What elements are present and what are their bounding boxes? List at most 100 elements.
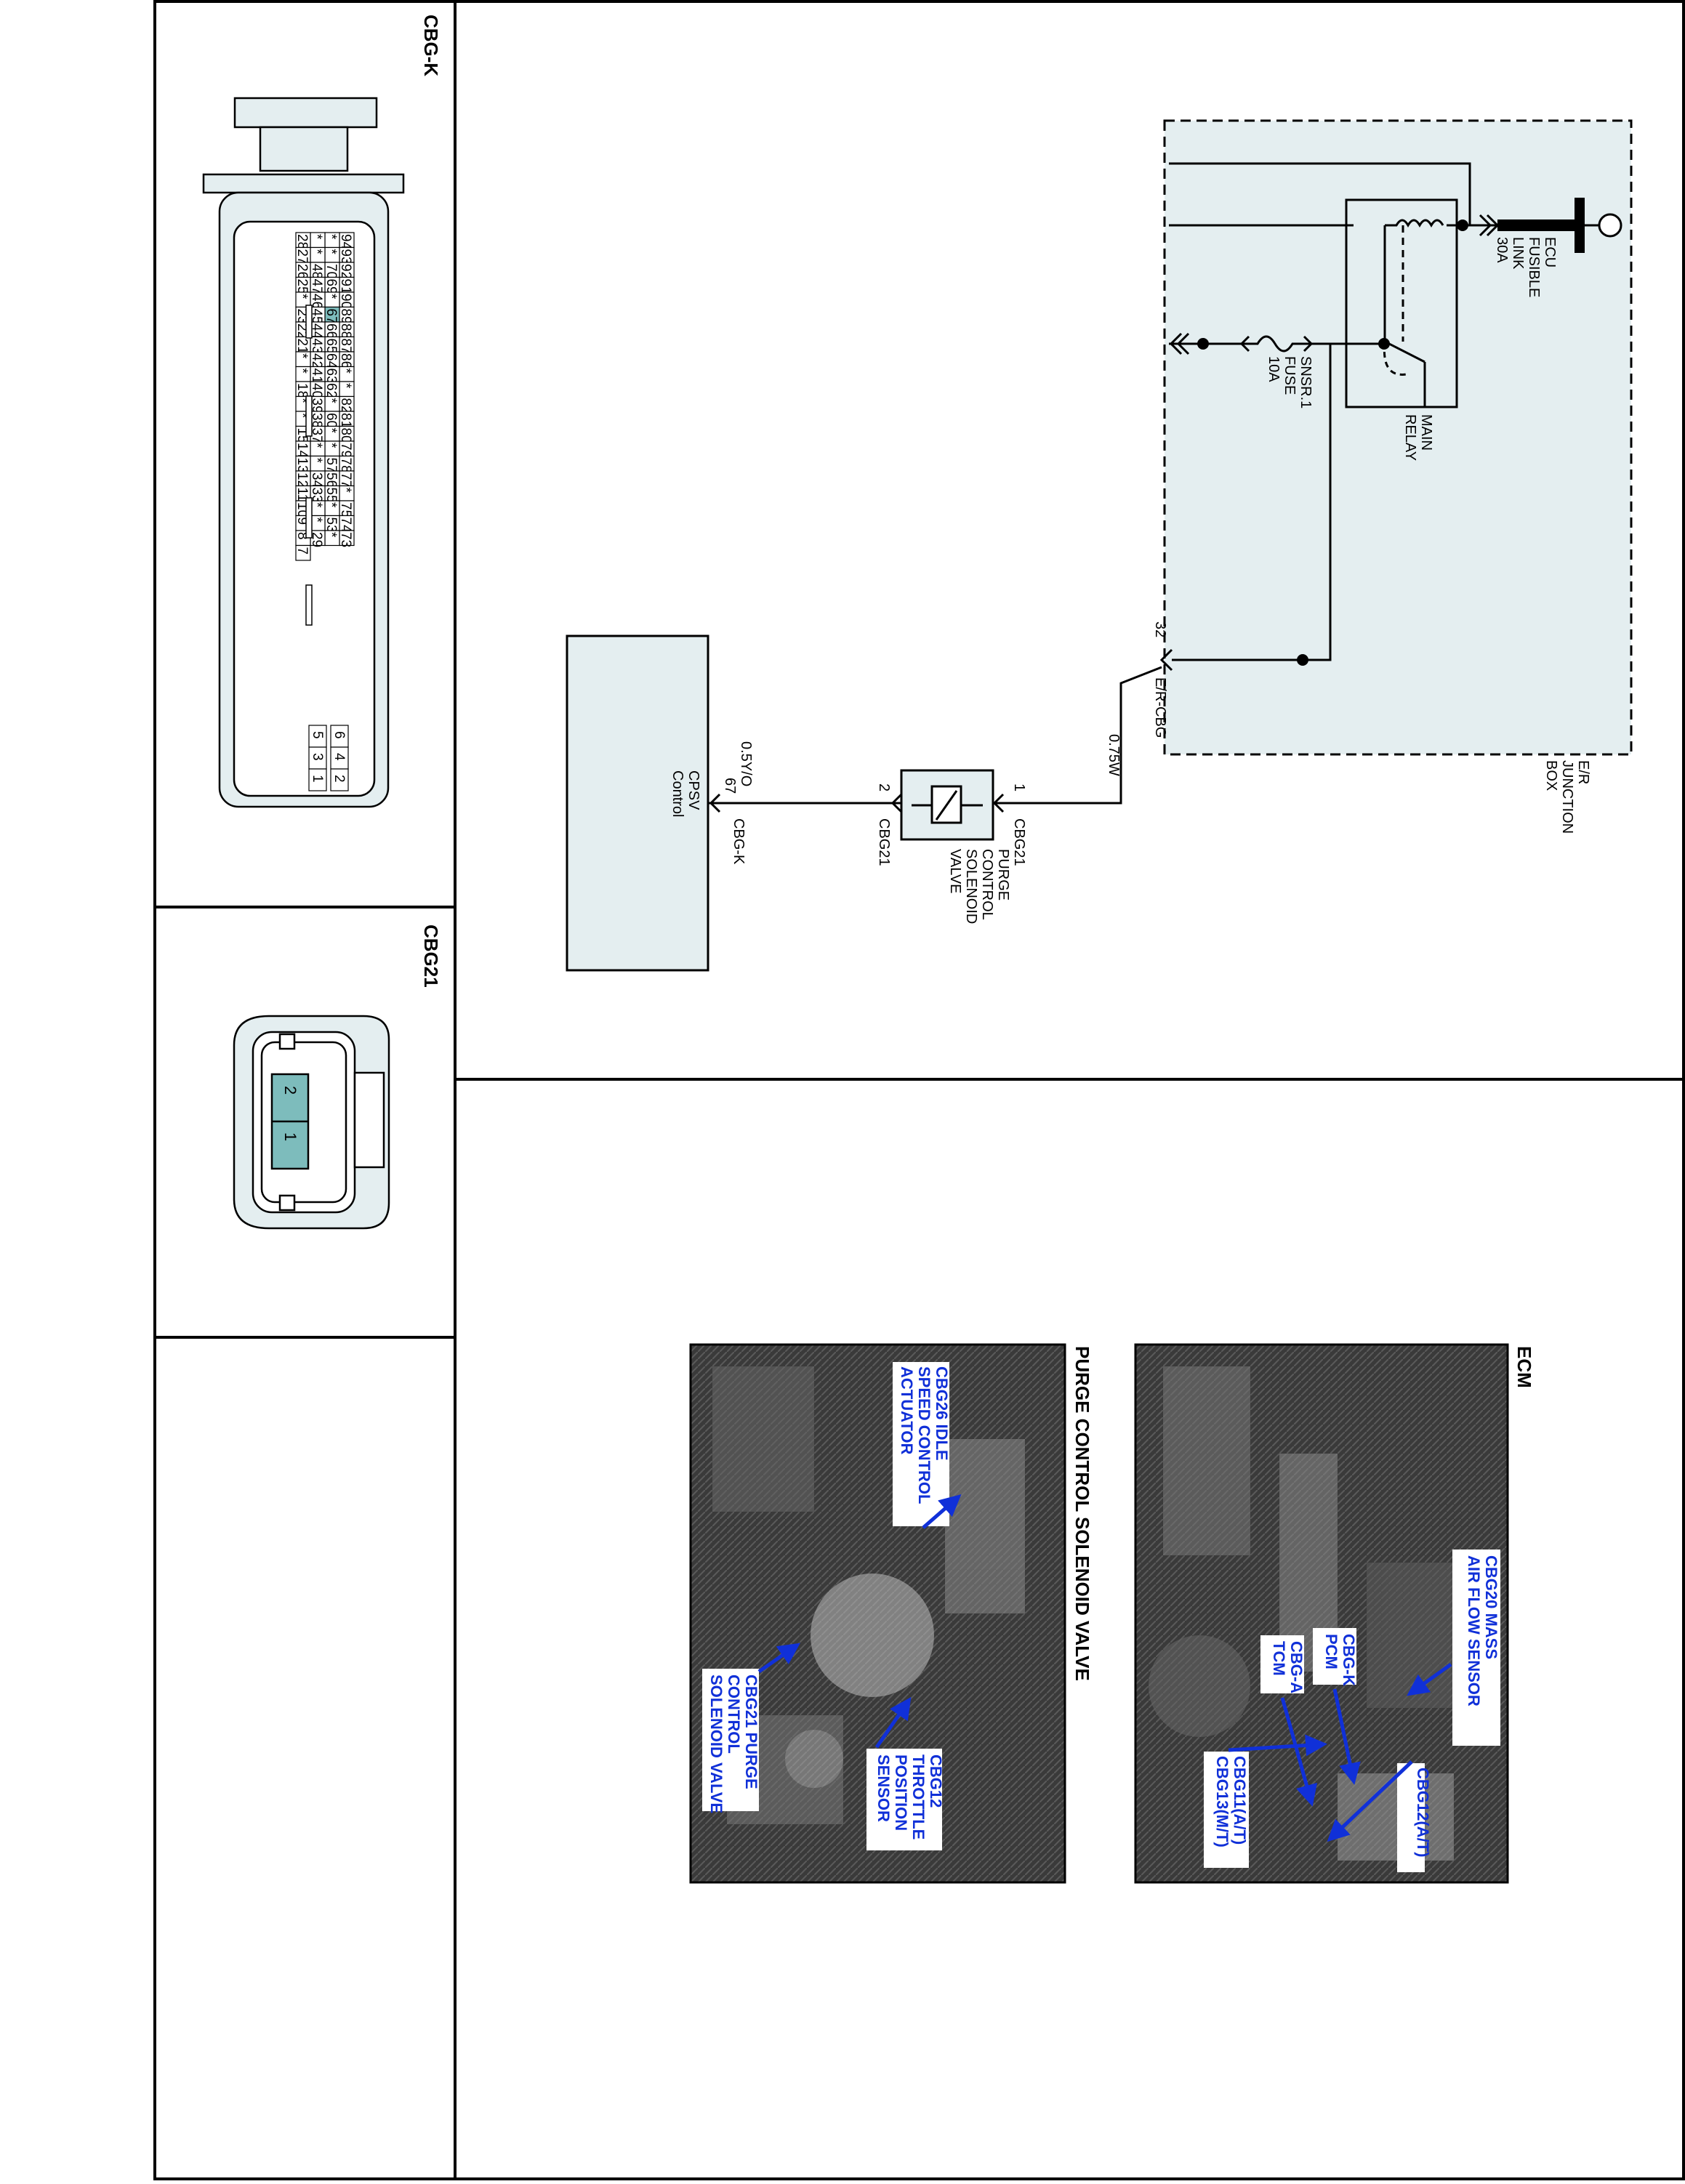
cbg-k-pin-label: 67 bbox=[323, 309, 339, 324]
cbg-k-pin-label: 53 bbox=[323, 517, 339, 533]
svg-text:SOLENOID: SOLENOID bbox=[963, 849, 979, 924]
solenoid-pin-1: 1 bbox=[1011, 783, 1027, 791]
cbg-k-pin-label: * bbox=[294, 353, 310, 359]
cbg-k-small-pin-cell bbox=[308, 746, 327, 770]
cbg-k-small-pin-label: 5 bbox=[310, 731, 325, 739]
svg-text:JUNCTION: JUNCTION bbox=[1559, 760, 1575, 834]
er-cbg-label: E/R-CBG bbox=[1152, 677, 1168, 738]
cbg-k-pin-label: 12 bbox=[294, 472, 310, 488]
svg-text:SENSOR: SENSOR bbox=[874, 1754, 893, 1822]
cbg-k-pin-label: 92 bbox=[338, 264, 353, 279]
cbg-k-pin-label: 29 bbox=[309, 532, 324, 547]
main-relay-label: MAIN RELAY bbox=[1402, 414, 1434, 461]
svg-text:CPSV: CPSV bbox=[685, 770, 701, 810]
cbg-k-pin-label: * bbox=[309, 249, 324, 255]
cbg-k-pin-label: 70 bbox=[323, 264, 339, 279]
snsr-fuse-label: SNSR.1 FUSE 10A bbox=[1266, 356, 1314, 408]
solenoid-label: PURGE CONTROL SOLENOID VALVE bbox=[947, 849, 1011, 924]
cbg-k-pin-label: * bbox=[323, 234, 339, 240]
cbg-k-pin-label: 18 bbox=[294, 383, 310, 398]
junction-dots bbox=[1197, 219, 1468, 666]
svg-text:BOX: BOX bbox=[1543, 760, 1559, 791]
svg-text:ECU: ECU bbox=[1542, 237, 1558, 267]
cbg-k-pin-label: * bbox=[309, 502, 324, 508]
cbg-k-pin-label: 75 bbox=[338, 502, 353, 517]
cbg-k-pin-label: 45 bbox=[309, 309, 324, 324]
cbg-k-pin-label: 48 bbox=[309, 264, 324, 279]
svg-text:LINK: LINK bbox=[1510, 237, 1526, 270]
cbg-k-pin-grid: 949392919089888786**828180797877*757473*… bbox=[294, 232, 355, 791]
cbg-k-pin-label: * bbox=[294, 413, 310, 419]
cbg-k-pin-label: 43 bbox=[309, 339, 324, 354]
svg-text:FUSE: FUSE bbox=[1282, 356, 1298, 395]
purge-title: PURGE CONTROL SOLENOID VALVE bbox=[1071, 1346, 1093, 1681]
schematic-wires bbox=[709, 162, 1577, 805]
svg-text:Control: Control bbox=[669, 770, 685, 817]
svg-text:THROTTLE: THROTTLE bbox=[909, 1754, 928, 1840]
cbg-k-key-rib bbox=[305, 584, 313, 626]
cbg-k-pin-label: 9 bbox=[294, 517, 310, 525]
cbg-k-pin-label: 57 bbox=[323, 458, 339, 473]
cbg-k-pin-label: * bbox=[338, 383, 353, 389]
purge-photo-panel: PURGE CONTROL SOLENOID VALVE CBG26 IDLE … bbox=[689, 1343, 1093, 1884]
svg-text:CBG12(A/T): CBG12(A/T) bbox=[1414, 1768, 1432, 1857]
svg-text:CONTROL: CONTROL bbox=[979, 849, 995, 920]
cpsv-control-label: CPSV Control bbox=[669, 770, 701, 817]
cbg-k-pin-label: 90 bbox=[338, 294, 353, 309]
ecm-arrows bbox=[1228, 1662, 1452, 1842]
solenoid-conn-1: CBG21 bbox=[1011, 818, 1027, 866]
ecm-callouts: CBG20 MASS AIR FLOW SENSOR CBG-K PCM CBG… bbox=[1204, 1550, 1500, 1872]
cbg-k-pin-label: 25 bbox=[294, 279, 310, 294]
pcm-pin-67: 67 bbox=[722, 778, 738, 794]
cbg-k-pin-label: 94 bbox=[338, 234, 353, 250]
svg-text:CBG13(M/T): CBG13(M/T) bbox=[1213, 1756, 1231, 1847]
purge-callouts: CBG26 IDLE SPEED CONTROL ACTUATOR CBG12 … bbox=[702, 1362, 951, 1850]
cbg-k-pin-label: 78 bbox=[338, 458, 353, 473]
cbg-k-pin-label: 39 bbox=[309, 398, 324, 414]
cbg21-connector-body bbox=[233, 1015, 390, 1230]
svg-text:CBG20 MASS: CBG20 MASS bbox=[1482, 1555, 1500, 1659]
pcm-box bbox=[566, 634, 709, 972]
cbg-k-small-pin-label: 4 bbox=[331, 753, 347, 761]
cbg21-connector-panel: CBG21 2 1 bbox=[233, 924, 442, 1230]
cbg-k-pin-label: * bbox=[323, 502, 339, 508]
svg-text:VALVE: VALVE bbox=[947, 849, 963, 894]
pcm-conn-label: CBG-K bbox=[731, 818, 747, 865]
svg-text:RELAY: RELAY bbox=[1402, 414, 1418, 461]
cbg-k-pin-label: 69 bbox=[323, 279, 339, 294]
cbg-k-pin-label: 13 bbox=[294, 458, 310, 473]
svg-text:FUSIBLE: FUSIBLE bbox=[1526, 237, 1542, 297]
cbg-k-pin-label: 93 bbox=[338, 249, 353, 265]
svg-text:POSITION: POSITION bbox=[892, 1754, 910, 1831]
cbg-k-key-rib bbox=[305, 395, 313, 437]
cbg-k-small-pin-label: 1 bbox=[310, 775, 325, 783]
cbg-k-pin-label: 28 bbox=[294, 234, 310, 249]
cbg-k-pin-label: 87 bbox=[338, 339, 353, 354]
svg-text:AIR FLOW SENSOR: AIR FLOW SENSOR bbox=[1465, 1555, 1483, 1706]
cbg-k-pin-label: * bbox=[323, 532, 339, 538]
purge-solenoid-symbol bbox=[900, 769, 994, 841]
cbg-k-pin-label: 26 bbox=[294, 264, 310, 279]
ecm-photo-panel: ECM CBG20 MASS AIR FLOW SENSOR CBG-K PCM… bbox=[1134, 1343, 1535, 1884]
ecm-title: ECM bbox=[1513, 1346, 1535, 1388]
svg-text:PCM: PCM bbox=[1322, 1634, 1340, 1669]
svg-text:CBG-K: CBG-K bbox=[1340, 1634, 1358, 1686]
cbg-k-connector-panel: CBG-K 949392919089888786**828180797877*7… bbox=[202, 15, 442, 808]
cbg-k-pin-label: * bbox=[338, 488, 353, 493]
purge-photo-detail bbox=[712, 1366, 1025, 1824]
cbg-k-pin-label: 74 bbox=[338, 517, 353, 533]
cbg-k-small-pin-label: 3 bbox=[310, 753, 325, 761]
cbg-k-pin-label: 73 bbox=[338, 532, 353, 547]
svg-text:MAIN: MAIN bbox=[1418, 414, 1434, 451]
cbg-k-pin-label: 14 bbox=[294, 443, 310, 459]
cbg-k-pin-label: 56 bbox=[323, 472, 339, 488]
cbg-k-pin-label: * bbox=[294, 398, 310, 404]
cbg-k-pin-label: * bbox=[309, 458, 324, 464]
cbg-k-pin-label: 46 bbox=[309, 294, 324, 309]
cbg-k-pin-label: 27 bbox=[294, 249, 310, 265]
cbg-k-pin-label: 40 bbox=[309, 383, 324, 398]
cbg-k-pin-label: 42 bbox=[309, 353, 324, 368]
solenoid-pin-2: 2 bbox=[876, 783, 892, 791]
svg-text:SPEED CONTROL: SPEED CONTROL bbox=[915, 1366, 933, 1504]
er-cbg-pin: 32 bbox=[1152, 621, 1168, 637]
